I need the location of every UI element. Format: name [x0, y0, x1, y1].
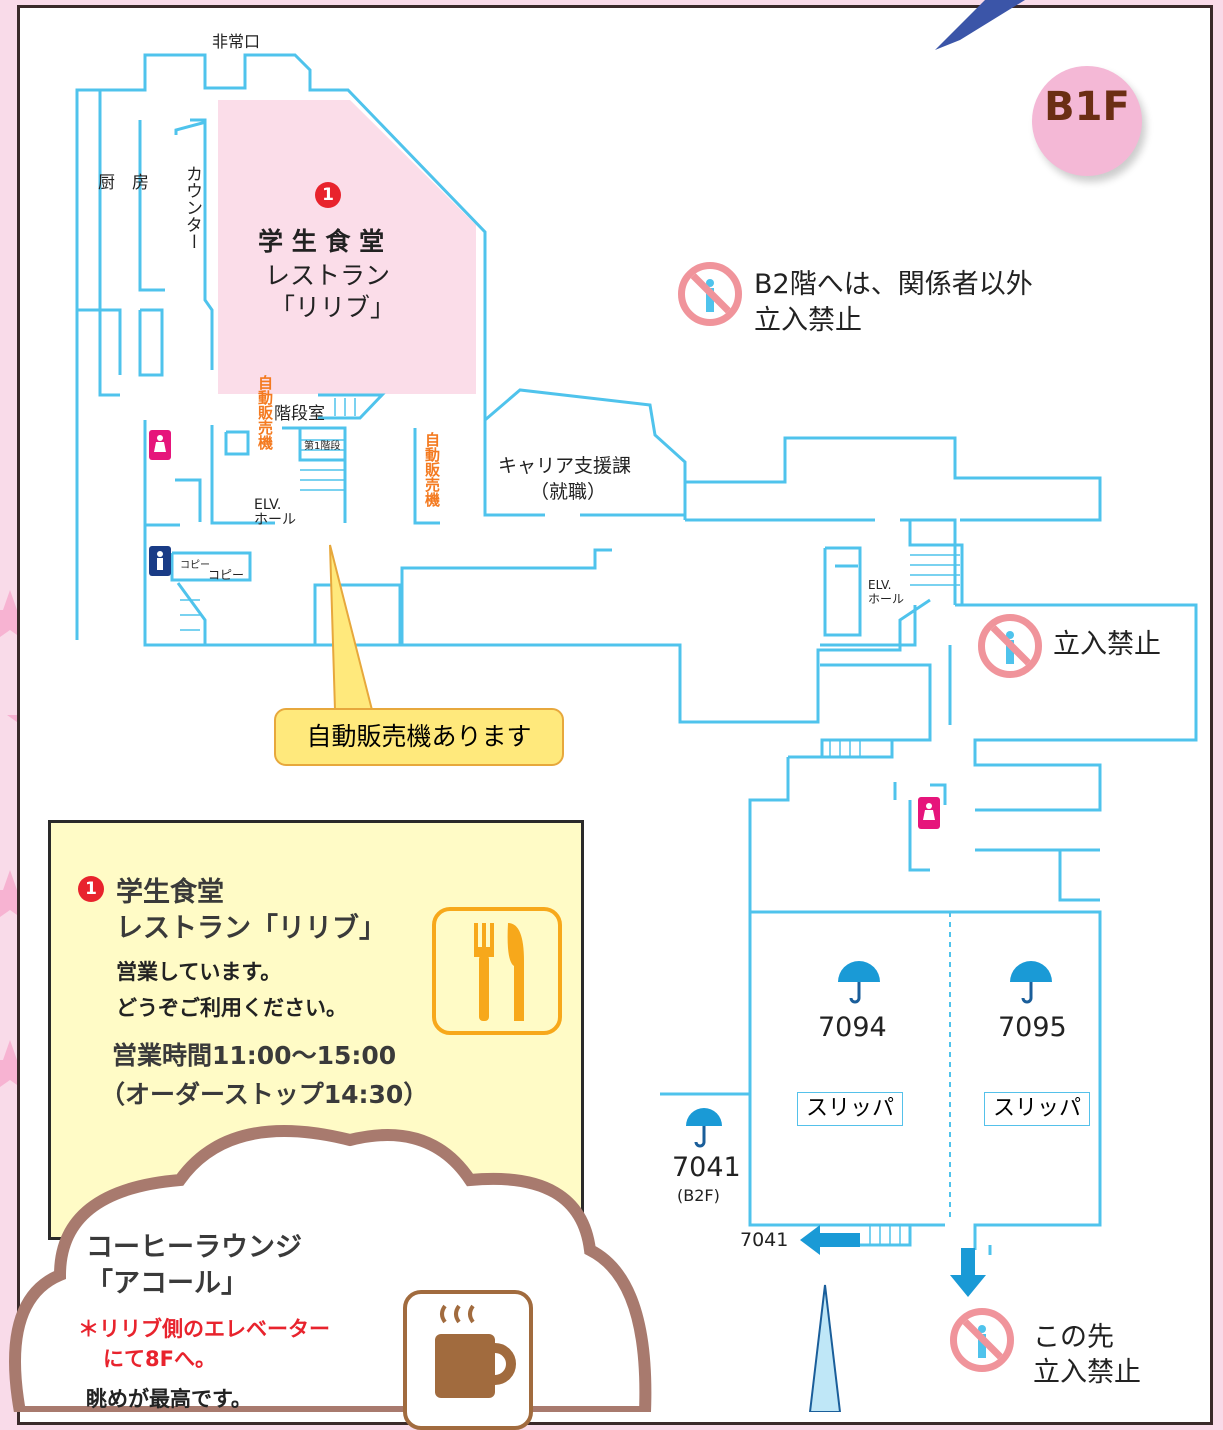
coffee-cup-icon	[403, 1290, 533, 1430]
elevator-hall-left-label: ELV. ホール	[254, 497, 296, 528]
emergency-exit-label: 非常口	[212, 32, 261, 51]
beyond-restricted-line1: この先	[1033, 1322, 1114, 1353]
vending-machine-label-right: 自動販売機	[423, 432, 441, 507]
b2-restricted-notice-line2: 立入禁止	[754, 305, 862, 336]
arrow-left-icon	[800, 1225, 860, 1255]
no-entry-icon	[978, 614, 1042, 678]
light-beam-decoration	[808, 1284, 842, 1412]
room-7041-floor-label: (B2F)	[677, 1186, 720, 1205]
info-hours: 営業時間11:00～15:00	[112, 1041, 397, 1070]
b2-restricted-notice-line1: B2階へは、関係者以外	[754, 269, 1033, 300]
vending-machine-label-left: 自動販売機	[256, 375, 274, 450]
kitchen-label: 厨 房	[98, 173, 149, 193]
fork-knife-icon	[432, 907, 562, 1035]
elevator-hall-right-label: ELV. ホール	[868, 578, 905, 606]
info-title-line2: レストラン「リリブ」	[116, 913, 386, 944]
umbrella-icon	[686, 1108, 722, 1148]
stairwell-label: 階段室	[274, 404, 325, 424]
info-desc-line1: 営業しています。	[116, 960, 282, 984]
career-center-label: キャリア支援課	[498, 455, 632, 477]
umbrella-icon	[1010, 961, 1052, 1004]
room-7095-label: 7095	[998, 1012, 1067, 1043]
pencil-decoration	[935, 0, 1025, 50]
info-desc-line2: どうぞご利用ください。	[116, 996, 347, 1020]
vending-callout: 自動販売機あります	[274, 708, 564, 766]
mens-restroom-icon	[149, 546, 171, 576]
cloud-note-line1: ＊リリブ側のエレベーター	[78, 1317, 330, 1341]
restricted-notice: 立入禁止	[1053, 629, 1161, 660]
beyond-restricted-line2: 立入禁止	[1033, 1357, 1141, 1388]
copy-label-2: コピー	[208, 568, 245, 582]
callout-pointer	[329, 544, 374, 711]
cloud-note-line2: にて8Fへ。	[103, 1347, 216, 1371]
no-entry-icon	[678, 262, 742, 326]
arrow-down-icon	[950, 1248, 986, 1297]
womens-restroom-icon-2	[918, 797, 940, 829]
cloud-tagline: 眺めが最高です。	[86, 1387, 252, 1411]
counter-label: カウンター	[182, 165, 202, 250]
cafeteria-name-line1: 学 生 食 堂	[258, 227, 385, 256]
info-number-marker: 1	[78, 876, 104, 902]
womens-restroom-icon	[149, 430, 171, 460]
cloud-title-line2: 「アコール」	[86, 1268, 248, 1299]
room-7041-label: 7041	[672, 1152, 741, 1183]
cafeteria-number-marker: 1	[315, 182, 341, 208]
cloud-title-line1: コーヒーラウンジ	[86, 1232, 302, 1263]
slippers-sign-7095: スリッパ	[984, 1092, 1091, 1126]
cafeteria-name-line2: レストラン	[265, 261, 391, 290]
cafeteria-area	[218, 100, 476, 394]
cafeteria-name-line3: 「リリブ」	[270, 293, 396, 322]
copy-label-1: コピー	[180, 560, 210, 571]
info-order-stop: （オーダーストップ14:30）	[100, 1080, 429, 1109]
career-center-sub-label: （就職）	[530, 481, 607, 503]
no-entry-icon	[950, 1308, 1014, 1372]
floor-badge: B1F	[1032, 66, 1142, 176]
info-title-line1: 学生食堂	[116, 877, 224, 908]
stairs-1-label: 第1階段	[304, 441, 341, 452]
room-7094-label: 7094	[818, 1012, 887, 1043]
arrow-7041-label: 7041	[740, 1229, 789, 1251]
umbrella-icon	[838, 961, 880, 1004]
slippers-sign-7094: スリッパ	[797, 1092, 904, 1126]
